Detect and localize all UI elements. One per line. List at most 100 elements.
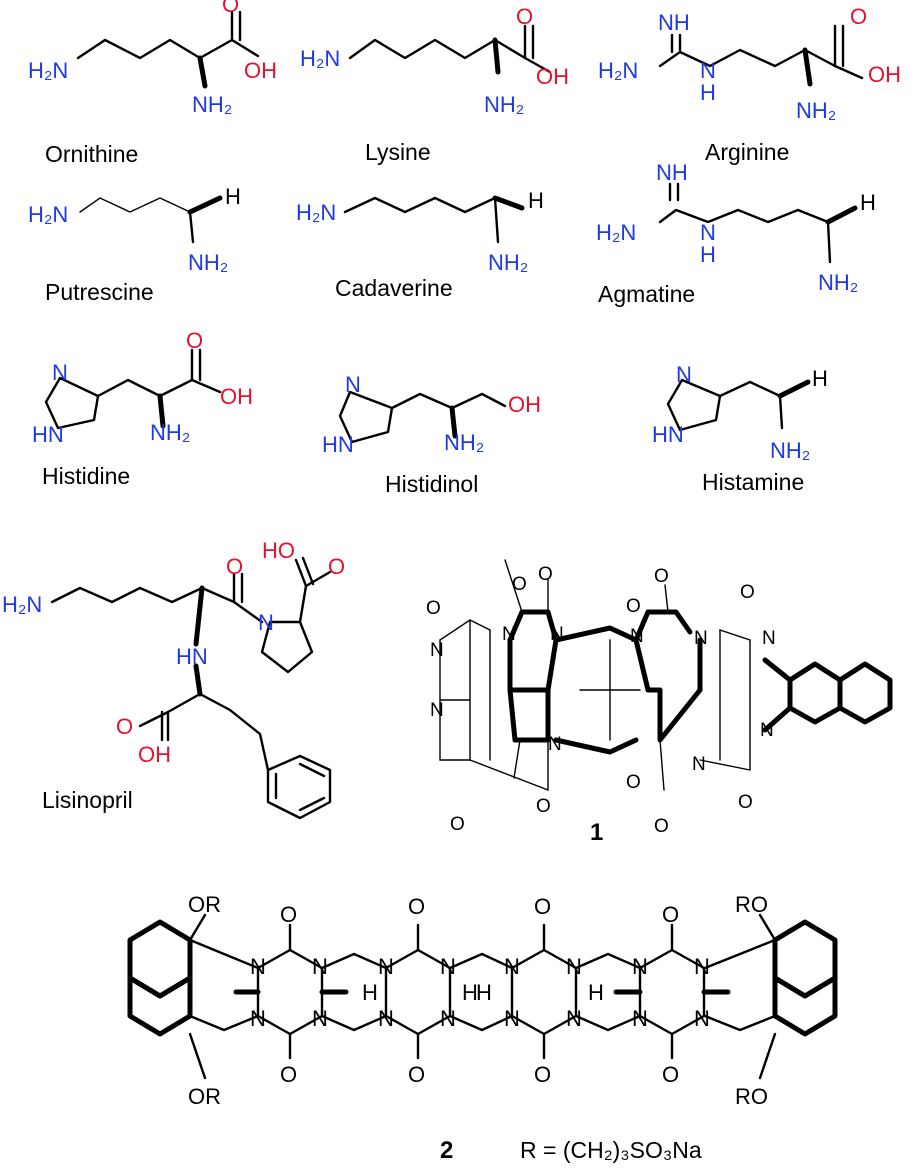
c2-n-10: N [312,1006,328,1031]
arginine-h2n: H₂N [598,58,638,83]
c1-o-7: O [450,814,465,835]
c2-n-8: N [694,954,710,979]
histidine-n: N [52,360,68,385]
c2-ro-top-right: RO [735,892,768,917]
putrescine-structure: H₂N H NH₂ Putrescine [28,184,241,305]
c2-ro-bottom-right: RO [735,1084,768,1109]
c2-n-12: N [440,1006,456,1031]
arginine-oh: OH [868,62,901,87]
putrescine-h: H [225,184,241,209]
c1-n-8: N [692,754,706,775]
arginine-structure: NH H₂N N H O OH NH₂ Arginine [598,4,901,165]
histidine-o: O [186,328,203,353]
c2-h-3: H [476,980,492,1005]
histamine-nh2: NH₂ [770,438,810,463]
lisinopril-o-top: O [328,554,345,579]
histidine-label: Histidine [42,463,130,489]
c1-n-1: N [430,640,444,661]
histamine-h: H [812,366,828,391]
c2-n-7: N [632,954,648,979]
histidinol-n: N [345,372,361,397]
arginine-o: O [850,4,867,29]
c2-o-4: O [662,902,679,927]
c2-n-5: N [504,954,520,979]
c2-n-3: N [378,954,394,979]
histidinol-label: Histidinol [385,471,478,497]
ornithine-oh: OH [244,58,277,83]
c2-n-16: N [694,1006,710,1031]
putrescine-nh2: NH₂ [188,250,228,275]
arginine-label: Arginine [705,139,789,165]
compound-1-structure: O O O O O O O O O O O N N N N N N N N N … [426,559,893,846]
arginine-n: N [700,58,716,83]
c1-o-3: O [538,564,553,585]
lysine-label: Lysine [365,139,431,165]
c1-o-6: O [740,582,755,603]
c2-o-3: O [534,894,551,919]
ornithine-o: O [222,0,239,17]
c2-n-13: N [504,1006,520,1031]
c1-o-5: O [654,566,669,587]
histidine-oh: OH [220,384,253,409]
histidine-nh2: NH₂ [150,420,190,445]
c1-n-3: N [502,624,516,645]
c1-o-9: O [626,772,641,793]
c1-n-4: N [550,624,564,645]
ornithine-nh2: NH₂ [192,92,232,117]
c2-o-5: O [280,1062,297,1087]
compound-2-r-definition: R = (CH₂)₃SO₃Na [520,1137,702,1163]
c1-n-9: N [762,628,776,649]
c2-n-9: N [250,1006,266,1031]
ornithine-structure: H₂N O OH NH₂ Ornithine [28,0,277,167]
compound-1-number: 1 [590,819,603,846]
c1-o-1: O [426,598,441,619]
lysine-h2n: H₂N [300,46,340,71]
c2-or-top-left: OR [188,892,221,917]
histamine-n: N [676,362,692,387]
arginine-h: H [700,80,716,105]
c2-h-2: H [462,980,478,1005]
c1-o-11: O [738,792,753,813]
lysine-oh: OH [536,64,569,89]
c2-o-1: O [280,902,297,927]
c2-n-15: N [632,1006,648,1031]
c2-o-7: O [534,1062,551,1087]
histidinol-oh: OH [508,392,541,417]
agmatine-nh2: NH₂ [818,270,858,295]
lisinopril-ho: HO [262,538,295,563]
histamine-label: Histamine [702,469,804,495]
c2-o-8: O [662,1062,679,1087]
agmatine-label: Agmatine [598,281,695,307]
histidinol-structure: N HN OH NH₂ Histidinol [322,372,541,497]
cadaverine-label: Cadaverine [335,275,453,301]
c1-n-6: N [630,626,644,647]
arginine-nh2: NH₂ [796,98,836,123]
lisinopril-o: O [116,714,133,739]
cadaverine-structure: H₂N H NH₂ Cadaverine [296,188,544,301]
cadaverine-nh2: NH₂ [488,250,528,275]
putrescine-h2n: H₂N [28,202,68,227]
c2-o-2: O [408,894,425,919]
arginine-nh: NH [658,10,690,35]
putrescine-label: Putrescine [45,279,154,305]
c2-h-4: H [588,980,604,1005]
lisinopril-n: N [258,610,274,635]
histidinol-hn: HN [322,432,354,457]
lysine-o: O [516,4,533,29]
c2-o-6: O [408,1062,425,1087]
agmatine-n: N [700,220,716,245]
agmatine-structure: NH H₂N N H H NH₂ Agmatine [596,160,876,307]
agmatine-hatom: H [860,190,876,215]
lisinopril-hn: HN [176,644,208,669]
c2-or-bottom-left: OR [188,1084,221,1109]
histidinol-nh2: NH₂ [444,430,484,455]
lysine-structure: H₂N O OH NH₂ Lysine [300,4,569,165]
histamine-structure: N HN H NH₂ Histamine [652,362,828,495]
c1-o-8: O [536,796,551,817]
histidine-hn: HN [32,422,64,447]
compound-2-structure: OR OR RO RO O O O O O O O O N N N N N N … [127,892,838,1164]
c1-n-2: N [430,700,444,721]
c2-h-1: H [362,980,378,1005]
c1-o-10: O [654,816,669,837]
ornithine-h2n: H₂N [28,58,68,83]
